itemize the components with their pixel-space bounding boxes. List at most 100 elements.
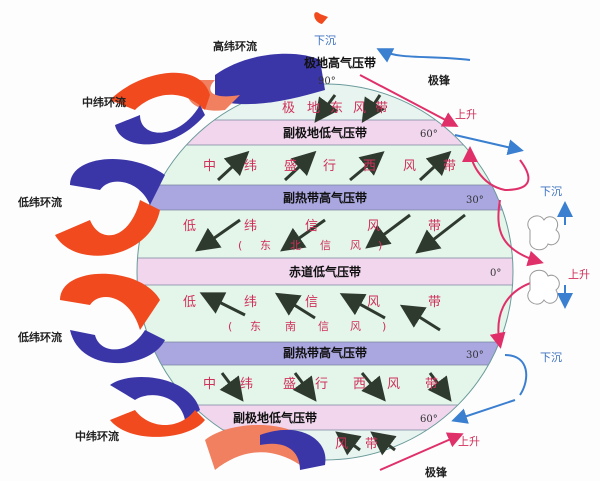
svg-text:盛: 盛 <box>284 159 297 174</box>
wind-arrow <box>199 292 246 317</box>
vertical-circulation-arrows <box>359 48 573 471</box>
svg-text:低: 低 <box>183 295 196 310</box>
svg-text:纬: 纬 <box>244 295 257 310</box>
subtropical-high-s-label: 副热带高气压带 <box>283 345 367 360</box>
svg-text:纬: 纬 <box>244 219 257 234</box>
low-lat-cell-s-warm <box>60 273 160 330</box>
circulation-cells <box>55 12 328 470</box>
wind-arrow <box>360 372 386 402</box>
svg-text:行: 行 <box>315 377 328 392</box>
svg-text:地: 地 <box>307 101 320 116</box>
svg-text:极: 极 <box>282 101 295 116</box>
westerlies-s-label: 中 纬 盛 行 西 风 带 <box>203 377 438 392</box>
cloud-icon <box>527 215 560 251</box>
svg-text:风: 风 <box>350 320 361 333</box>
svg-text:带: 带 <box>428 295 441 310</box>
svg-text:盛: 盛 <box>283 377 296 392</box>
wind-arrow <box>418 150 452 182</box>
mid-lat-circulation-n-label: 中纬环流 <box>82 95 126 109</box>
lat-30s-label: 30° <box>466 350 484 361</box>
svg-text:带: 带 <box>443 159 456 174</box>
sink-top-label: 下沉 <box>314 34 336 47</box>
svg-text:中: 中 <box>203 159 216 174</box>
wind-arrow <box>280 218 326 252</box>
low-lat-cell-n-cold <box>70 158 165 205</box>
subpolar-low-s-label: 副极地低气压带 <box>233 410 317 425</box>
svg-text:风: 风 <box>350 239 361 252</box>
equatorial-low-band <box>137 258 513 285</box>
polar-easterlies-s-label: 风 带 <box>335 437 378 452</box>
svg-text:信: 信 <box>305 295 318 310</box>
trades-band-s <box>137 285 513 342</box>
polar-easterlies-n-label: 极 地 东 风 带 <box>282 101 388 116</box>
svg-text:风: 风 <box>387 377 400 392</box>
polar-front-s-label: 极锋 <box>425 465 448 479</box>
svg-text:低: 低 <box>183 219 196 234</box>
equatorial-low-label: 赤道低气压带 <box>289 264 361 279</box>
cloud-icon <box>527 269 560 305</box>
svg-text:带: 带 <box>425 377 438 392</box>
mid-lat-circulation-s-label: 中纬环流 <box>75 429 119 443</box>
wind-arrow <box>361 94 385 124</box>
svg-text:北: 北 <box>290 239 301 252</box>
wind-arrow <box>216 150 250 182</box>
rise-eq-label: 上升 <box>568 268 590 281</box>
svg-text:): ) <box>378 239 382 252</box>
subtropical-high-n-label: 副热带高气压带 <box>283 190 367 205</box>
svg-text:信: 信 <box>318 320 329 333</box>
wind-arrows <box>195 94 466 456</box>
wind-arrow <box>370 431 397 456</box>
svg-text:西: 西 <box>363 159 376 174</box>
wind-arrow <box>349 151 385 182</box>
polar-cell-icon <box>314 12 328 24</box>
wind-arrow <box>427 372 452 402</box>
sink-s30-label: 下沉 <box>540 351 562 364</box>
polar-front-n-label: 极锋 <box>428 73 451 87</box>
rise-s60-label: 上升 <box>458 435 480 448</box>
svg-text:(: ( <box>238 239 242 252</box>
trades-n-sub-label: ( 东 北 信 风 ) <box>238 239 382 252</box>
wind-arrow <box>292 372 317 402</box>
svg-text:风: 风 <box>403 159 416 174</box>
subtropical-high-band-n <box>137 185 513 210</box>
mid-lat-cell-s-cold <box>110 377 200 420</box>
low-lat-cell-n-warm <box>55 200 160 256</box>
svg-text:南: 南 <box>285 320 296 333</box>
svg-text:中: 中 <box>203 377 216 392</box>
svg-text:(: ( <box>228 320 232 333</box>
svg-text:东: 东 <box>330 101 343 116</box>
svg-text:带: 带 <box>375 101 388 116</box>
lat-60s-label: 60° <box>420 414 438 425</box>
trades-n-label: 低 纬 信 风 带 <box>183 219 441 234</box>
wind-arrow <box>365 213 411 249</box>
low-lat-cell-s-cold <box>70 330 165 364</box>
svg-text:行: 行 <box>323 159 336 174</box>
mid-lat-cell-n-cold <box>115 105 205 145</box>
trades-s-sub-label: ( 东 南 信 风 ) <box>228 320 386 333</box>
wind-arrow <box>274 292 316 320</box>
wind-arrow <box>335 431 362 456</box>
svg-text:纬: 纬 <box>244 159 257 174</box>
wind-arrow <box>219 372 244 402</box>
svg-text:信: 信 <box>320 239 331 252</box>
svg-text:东: 东 <box>260 239 271 252</box>
lat-60n-label: 60° <box>420 129 438 140</box>
lat-90-label: 90° <box>318 76 336 87</box>
svg-text:带: 带 <box>428 219 441 234</box>
svg-text:带: 带 <box>365 437 378 452</box>
subtropical-high-band-s <box>137 342 513 365</box>
wind-arrow <box>314 94 339 123</box>
svg-text:风: 风 <box>353 101 366 116</box>
high-lat-cell-s-cold <box>260 429 326 470</box>
svg-text:东: 东 <box>250 320 261 333</box>
mid-lat-cell-n-warm <box>110 72 210 110</box>
sink-n30-label: 下沉 <box>540 185 562 198</box>
lat-30n-label: 30° <box>466 195 484 206</box>
wind-arrow <box>195 218 241 252</box>
polar-high-label: 极地高气压带 <box>304 55 376 70</box>
low-lat-circulation-n-label: 低纬环流 <box>17 195 62 209</box>
mid-lat-cell-s-warm <box>110 410 205 437</box>
westerlies-n-label: 中 纬 盛 行 西 风 带 <box>203 159 456 174</box>
